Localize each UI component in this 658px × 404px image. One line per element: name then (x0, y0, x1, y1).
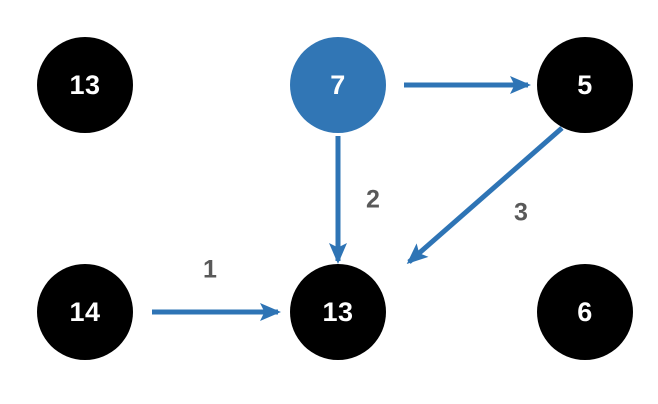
graph-edge-5-to-13-mid[interactable] (406, 126, 564, 264)
node-label: 6 (577, 296, 593, 327)
graph-node-13[interactable]: 13 (37, 37, 133, 133)
edges-group (152, 76, 564, 322)
edge-weight-label: 2 (366, 185, 380, 214)
graph-node-13[interactable]: 13 (290, 264, 386, 360)
node-label: 14 (69, 296, 101, 327)
node-label: 13 (322, 296, 354, 327)
graph-node-14[interactable]: 14 (37, 264, 133, 360)
graph-node-6[interactable]: 6 (537, 264, 633, 360)
node-label: 5 (577, 69, 593, 100)
node-label: 13 (69, 69, 101, 100)
node-label: 7 (330, 69, 346, 100)
edge-weight-label: 3 (514, 198, 528, 227)
graph-node-7-highlighted[interactable]: 7 (290, 37, 386, 133)
graph-node-5[interactable]: 5 (537, 37, 633, 133)
edge-weight-label: 1 (203, 255, 217, 284)
